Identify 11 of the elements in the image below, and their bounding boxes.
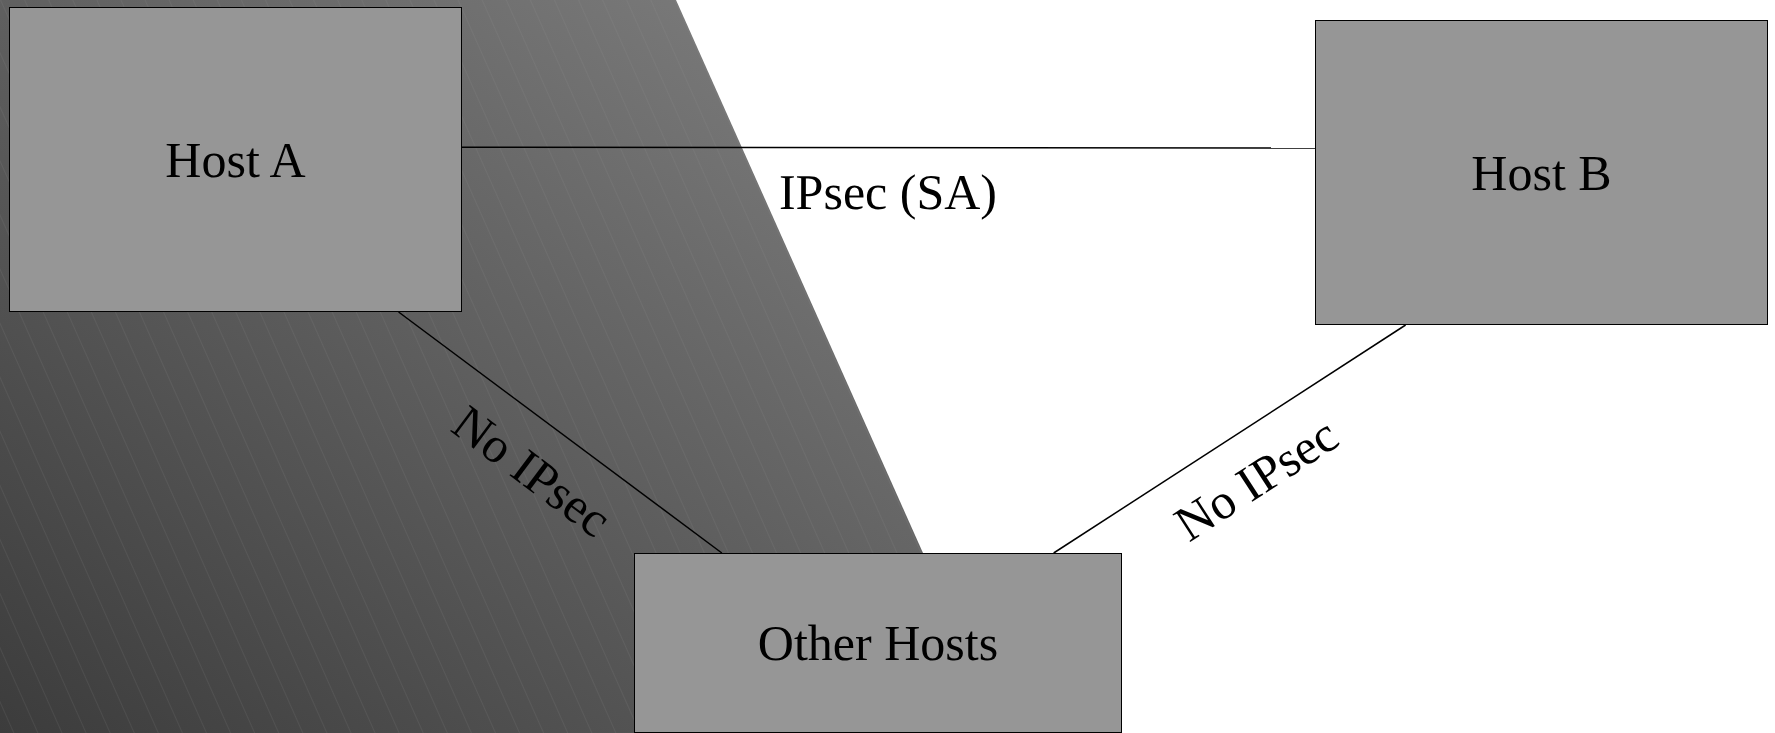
host-box (9, 7, 462, 312)
host-label: Other Hosts (757, 614, 999, 672)
host-label: Host A (165, 130, 306, 189)
connector-line (397, 311, 723, 554)
edge-label: No IPsec (1163, 405, 1348, 554)
host-box (1315, 20, 1768, 325)
edge-label: IPsec (SA) (779, 162, 998, 221)
host-box (634, 553, 1122, 733)
connector-line (1052, 324, 1407, 554)
host-label: Host B (1471, 143, 1612, 202)
connector-line (461, 146, 1316, 149)
